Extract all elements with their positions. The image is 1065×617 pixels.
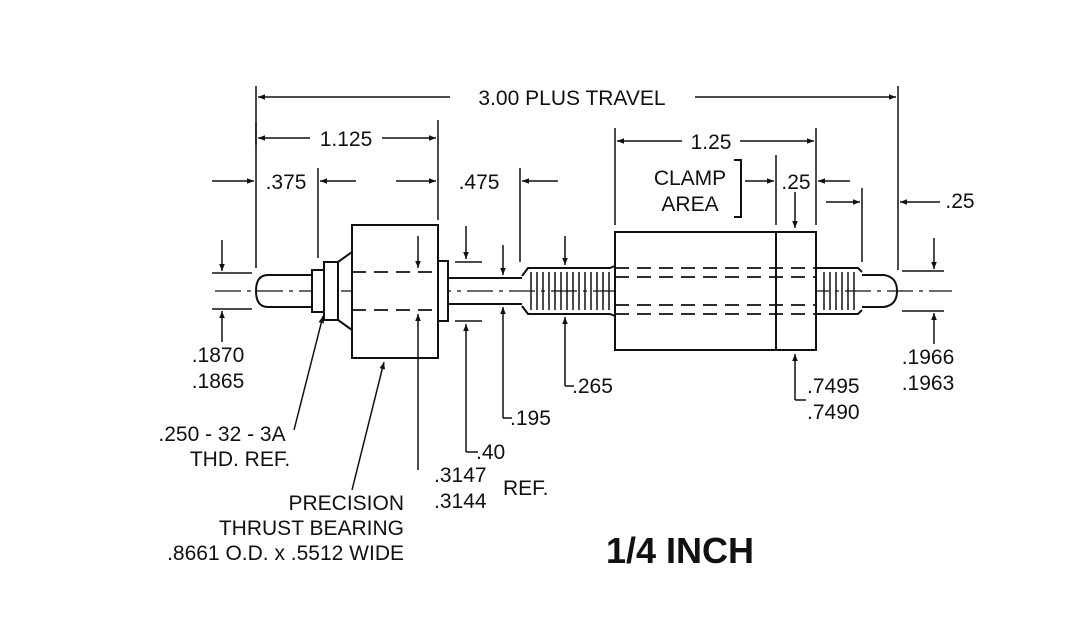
right-knurl: [823, 272, 855, 310]
bore-ref: REF.: [503, 477, 549, 500]
clamp-area-label-1: CLAMP: [654, 167, 726, 190]
right-dia-2: .1963: [902, 372, 955, 395]
left-dia-1: .1870: [192, 344, 245, 367]
shaft-part: [215, 224, 952, 359]
bore-dim-2: .3144: [434, 490, 487, 513]
dimension-labels: 3.00 PLUS TRAVEL 1.125 .375 .475 1.25 CL…: [158, 87, 974, 571]
dim-right-tip: .25: [945, 190, 974, 213]
drawing-title: 1/4 INCH: [606, 530, 754, 571]
dim-clamp-small: .25: [781, 171, 810, 194]
right-dia-1: .1966: [902, 346, 955, 369]
knurl-dim: .265: [572, 375, 613, 398]
knurl-section: [530, 272, 610, 310]
shoulder-dim: .40: [476, 441, 505, 464]
bore-dim-1: .3147: [434, 464, 487, 487]
dimension-lines: [212, 86, 944, 491]
dim-left-tip: .375: [266, 171, 307, 194]
bearing-label-3: .8661 O.D. x .5512 WIDE: [167, 542, 404, 565]
dim-bearing-span: 1.125: [320, 128, 373, 151]
left-dia-2: .1865: [192, 370, 245, 393]
clamp-dia-2: .7490: [807, 401, 860, 424]
shaft-dim: .195: [510, 407, 551, 430]
thread-label-1: .250 - 32 - 3A: [158, 423, 285, 446]
thrust-bearing: [351, 224, 439, 359]
clamp-area-label-2: AREA: [661, 193, 718, 216]
dim-mid-gap: .475: [459, 171, 500, 194]
clamp-dia-1: .7495: [807, 375, 860, 398]
bearing-label-1: PRECISION: [288, 492, 404, 515]
clamp-body: [614, 231, 817, 351]
bearing-label-2: THRUST BEARING: [219, 517, 404, 540]
thread-label-2: THD. REF.: [190, 448, 290, 471]
dim-overall: 3.00 PLUS TRAVEL: [478, 87, 665, 110]
dim-clamp-span: 1.25: [691, 131, 732, 154]
